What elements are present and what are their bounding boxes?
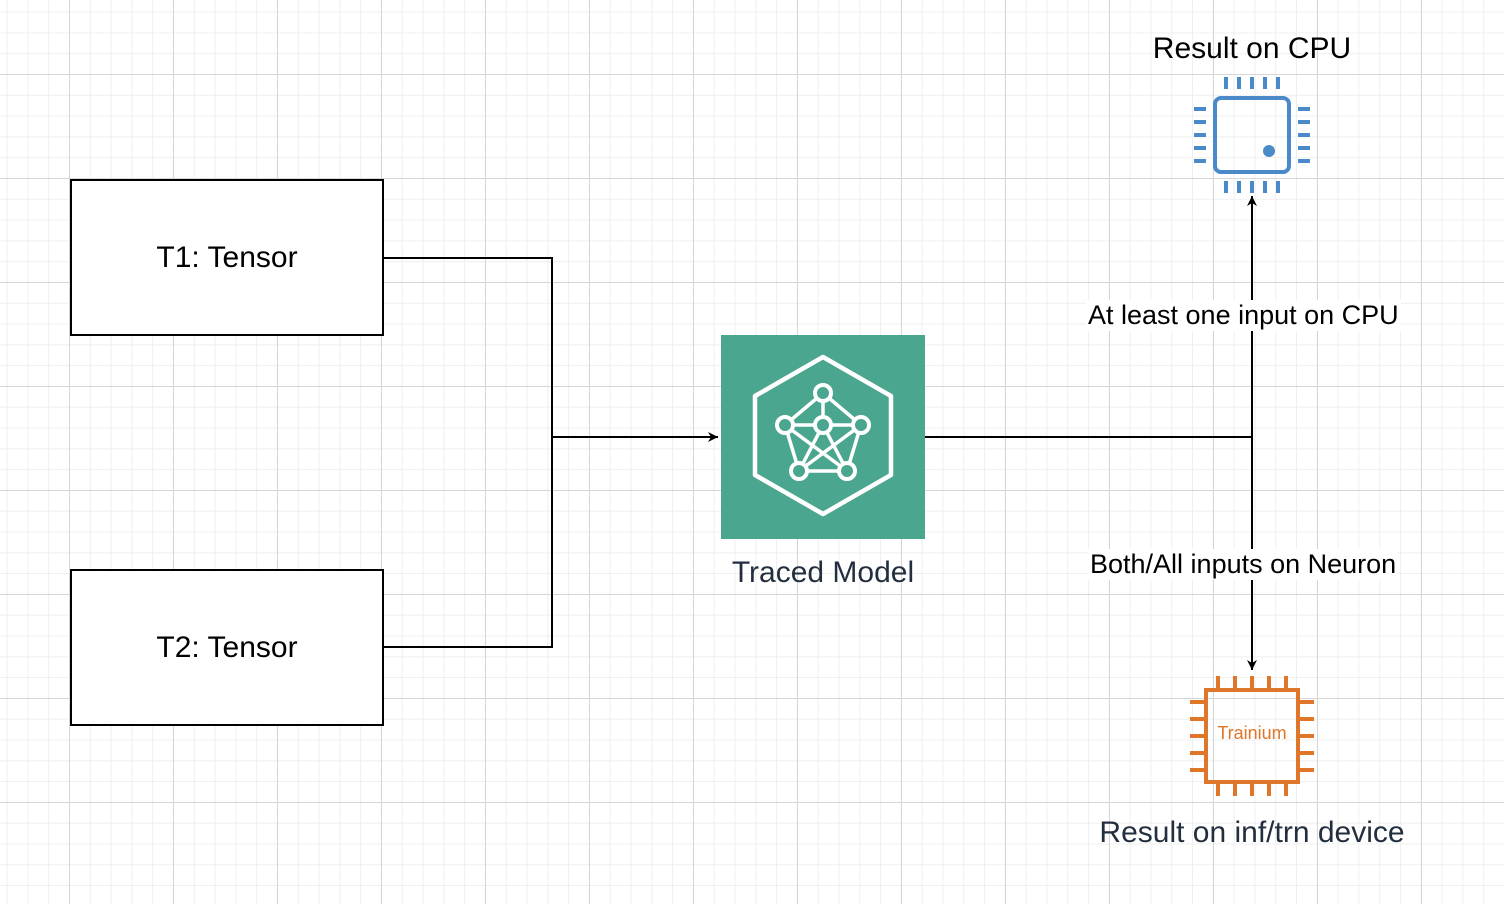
result-cpu-label: Result on CPU — [1152, 32, 1352, 65]
cpu-node[interactable] — [1192, 75, 1312, 195]
t1-tensor-box[interactable]: T1: Tensor — [70, 179, 384, 336]
result-device-label: Result on inf/trn device — [1099, 816, 1405, 849]
trainium-node[interactable]: Trainium — [1188, 674, 1316, 798]
t2-tensor-box[interactable]: T2: Tensor — [70, 569, 384, 726]
t1-tensor-label: T1: Tensor — [156, 240, 298, 274]
neuron-condition-label: Both/All inputs on Neuron — [1088, 549, 1399, 580]
traced-model-label: Traced Model — [731, 556, 915, 589]
cpu-condition-label: At least one input on CPU — [1086, 300, 1401, 331]
cpu-chip-icon — [1194, 77, 1310, 193]
t2-connector — [384, 437, 553, 648]
trainium-chip-icon — [1190, 676, 1314, 796]
neural-network-icon — [721, 335, 925, 539]
t1-connector — [384, 257, 553, 437]
t2-tensor-label: T2: Tensor — [156, 630, 298, 664]
traced-model-node[interactable] — [721, 335, 925, 539]
trainium-chip-text: Trainium — [1217, 723, 1287, 743]
